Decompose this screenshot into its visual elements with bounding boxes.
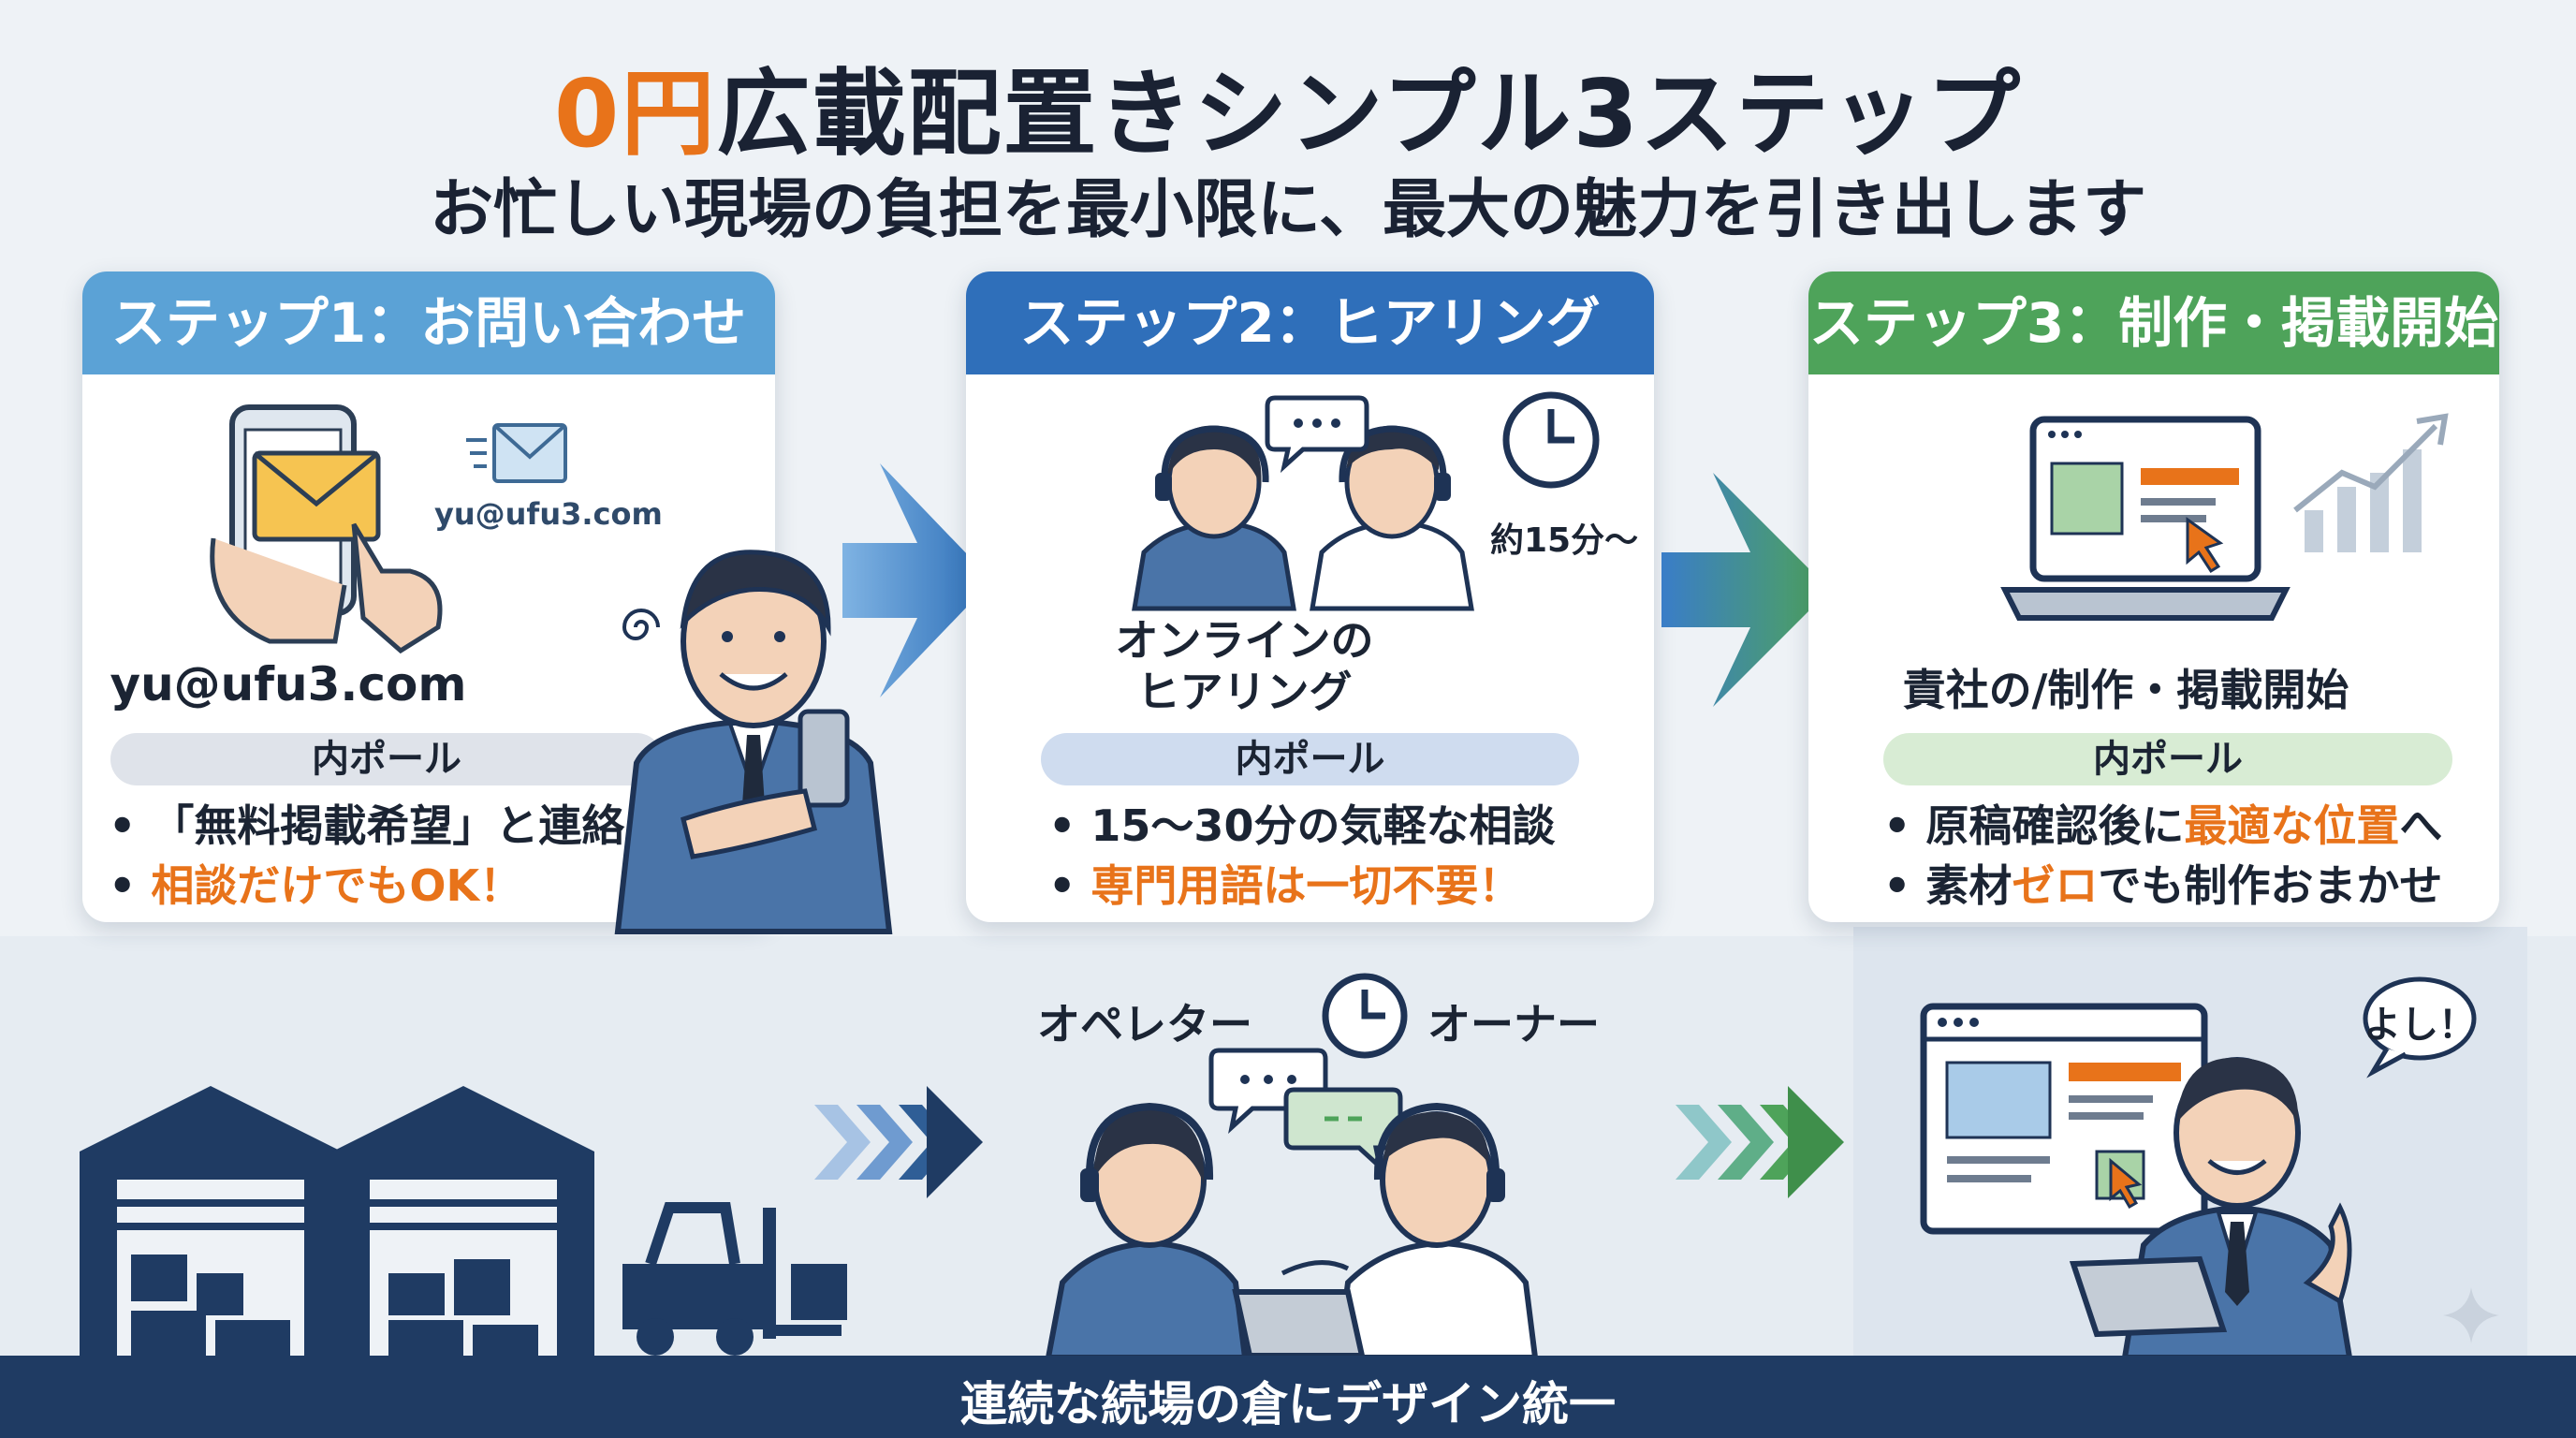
list-item: • 「無料掲載希望」と連絡 [109,800,625,851]
step3-card: ステップ3：制作・掲載開始 責社の/制作・掲載開始 内ポール • 原稿確認後に最… [1808,271,2499,922]
step2-card: ステップ2：ヒアリング 約15分〜 オンラインの ヒアリング 内ポール • 15… [966,271,1654,922]
arrow-icon [842,463,992,697]
step1-email: yu@ufu3.com [110,657,467,712]
browser-window-icon [1920,1003,2208,1235]
speech-bubble [2363,976,2477,1078]
list-item: • 相談だけでもOK！ [109,860,523,911]
page-subtitle: お忙しい現場の負担を最小限に、最大の魅力を引き出します [430,173,2146,247]
step1-heading: ステップ1：お問い合わせ [82,271,775,374]
step1-bullets: • 「無料掲載希望」と連絡 • 相談だけでもOK！ [109,796,756,916]
clock-icon [1322,973,1408,1059]
step2-pill: 内ポール [1041,733,1579,785]
email-small: yu@ufu3.com [434,496,663,532]
forklift-icon [622,1202,847,1356]
pointing-hand-icon [351,522,443,654]
time-label: 約15分〜 [1490,521,1639,560]
footer-band [0,1356,2576,1438]
businessman-illustration [2069,1057,2353,1360]
sparkle-icon [2443,1287,2499,1343]
list-item: • 原稿確認後に最適な位置へ [1883,800,2443,851]
businessman-illustration [614,550,893,934]
step3-main: 責社の/制作・掲載開始 [1902,665,2349,715]
list-item: • 専門用語は一切不要！ [1048,860,1522,911]
chat-bubble-icon [1265,395,1369,474]
step2-main-line1: オンラインの [1115,615,1374,666]
title-rest: 広載配置きシンプル3ステップ [716,59,2023,169]
page-title: 0円広載配置きシンプル3ステップ [0,37,2576,173]
step3-bullets: • 原稿確認後に最適な位置へ • 素材ゼロでも制作おまかせ [1883,796,2481,916]
list-item: • 15〜30分の気軽な相談 [1048,800,1556,851]
growth-chart-icon [2293,413,2449,552]
envelope-icon [466,423,567,483]
envelope-icon [252,450,381,542]
operator-label: オペレター [1037,999,1252,1049]
operator-headset-illustration [1132,425,1474,611]
speech-text: よし！ [2364,1004,2476,1047]
owner-label: オーナー [1427,999,1600,1049]
meeting-illustration [1045,1102,1539,1360]
laptop-icon [2000,416,2291,621]
chevron-icon [814,1086,983,1198]
title-highlight: 0円 [553,59,717,169]
clock-icon [1502,391,1600,489]
step2-bullets: • 15〜30分の気軽な相談 • 専門用語は一切不要！ [1048,796,1635,916]
warehouse-icon [80,1086,594,1357]
arrow-icon [1661,473,1830,707]
chevron-icon [1676,1086,1844,1198]
step3-pill: 内ポール [1883,733,2452,785]
list-item: • 素材ゼロでも制作おまかせ [1883,860,2443,911]
footer-text: 連続な続場の倉にデザイン統一 [960,1377,1616,1431]
step2-heading: ステップ2：ヒアリング [966,271,1654,374]
swirl-icon [622,609,660,640]
step3-heading: ステップ3：制作・掲載開始 [1808,271,2499,374]
step2-main-line2: ヒアリング [1136,667,1353,717]
step1-pill: 内ポール [110,733,663,785]
step1-card: ステップ1：お問い合わせ yu@ufu3.com yu@ufu3.com 内ポー… [82,271,775,922]
